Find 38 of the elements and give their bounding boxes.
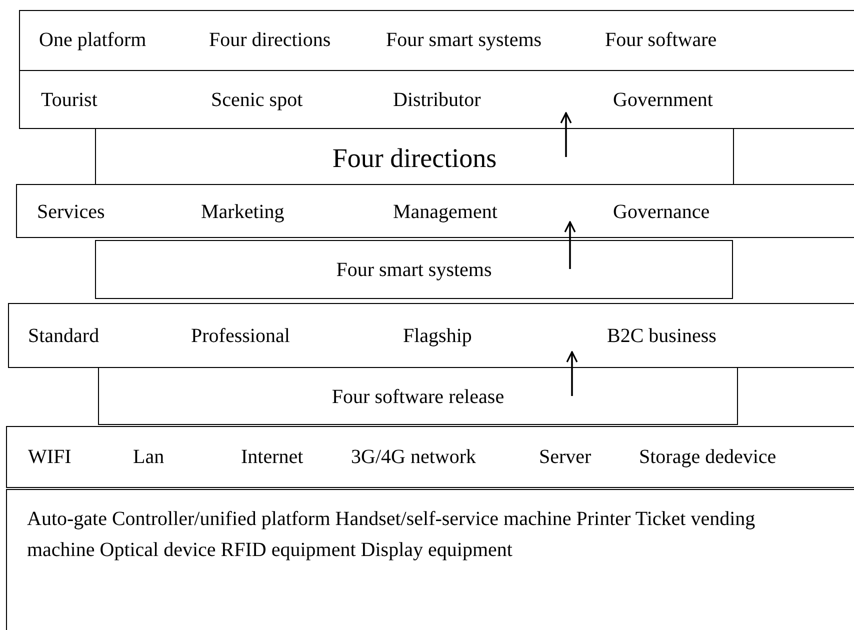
item-label: Standard (28, 324, 100, 348)
item-label: 3G/4G network (351, 445, 476, 469)
item-label: Tourist (41, 88, 98, 112)
item-label: WIFI (28, 445, 72, 469)
device-list: Auto-gate Controller/unified platform Handset/self-service machine Printer Ticket vending machine Optical device RFID equipment Display equipment (27, 504, 807, 566)
item-label: Flagship (403, 324, 472, 348)
layer-box (6, 489, 854, 630)
layer-band (16, 184, 854, 238)
layer-band (19, 70, 854, 129)
item-label: One platform (39, 28, 146, 52)
item-label: Four software (605, 28, 717, 52)
item-label: Government (613, 88, 713, 112)
item-label: Storage dedevice (639, 445, 776, 469)
item-label: Four directions (209, 28, 331, 52)
item-label: Internet (241, 445, 304, 469)
layer-band (6, 426, 854, 488)
arrow (566, 351, 578, 396)
layer-box (98, 367, 738, 425)
item-label: Governance (613, 200, 710, 224)
layer-title: Four software release (330, 385, 506, 409)
item-label: Scenic spot (211, 88, 303, 112)
layer-title: Four directions (331, 143, 498, 174)
arrow (560, 112, 572, 157)
layer-band (19, 10, 854, 71)
item-label: B2C business (607, 324, 716, 348)
item-label: Four smart systems (386, 28, 542, 52)
item-label: Distributor (393, 88, 481, 112)
layer-box (95, 128, 734, 185)
item-label: Lan (133, 445, 164, 469)
layer-band (8, 303, 854, 368)
item-label: Services (37, 200, 105, 224)
item-label: Management (393, 200, 498, 224)
layer-title: Four smart systems (335, 258, 493, 282)
arrow (564, 221, 576, 269)
item-label: Server (539, 445, 592, 469)
item-label: Marketing (201, 200, 284, 224)
item-label: Professional (191, 324, 290, 348)
layer-box (95, 240, 733, 299)
